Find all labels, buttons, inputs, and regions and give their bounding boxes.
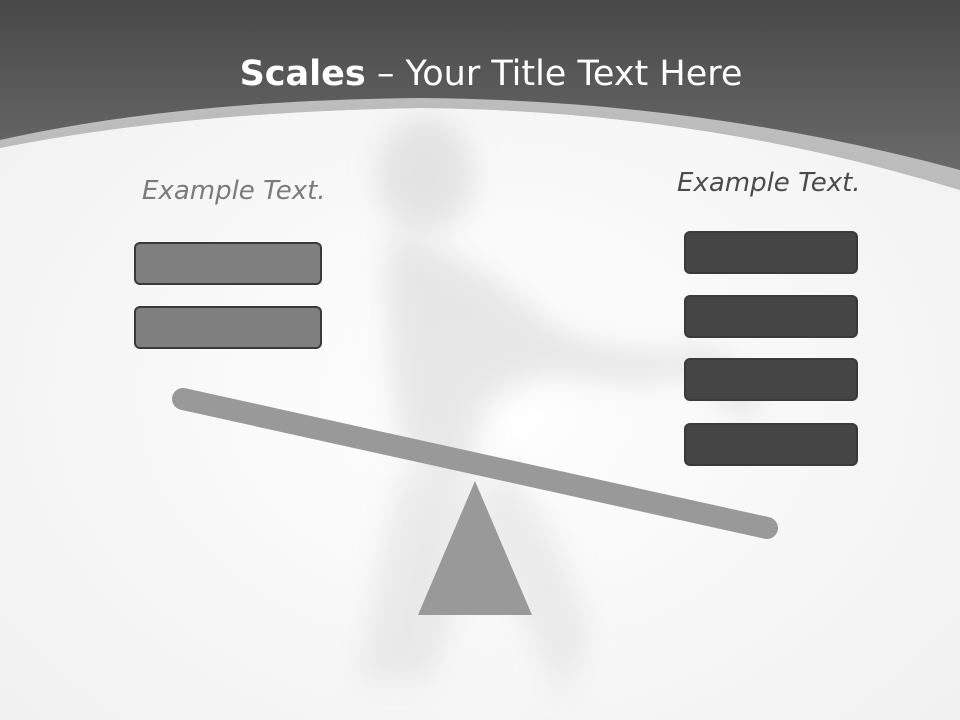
- left-box-2: [134, 306, 322, 349]
- title-bold: Scales: [239, 54, 366, 94]
- right-box-3: [684, 358, 858, 401]
- seesaw-plank: [172, 388, 778, 539]
- right-box-1: [684, 231, 858, 274]
- figure-silhouette: [360, 117, 760, 700]
- right-box-2: [684, 295, 858, 338]
- right-box-4: [684, 423, 858, 466]
- title-rest: – Your Title Text Here: [365, 54, 743, 94]
- right-example-label: Example Text.: [677, 168, 861, 198]
- slide-title: Scales – Your Title Text Here: [0, 50, 960, 98]
- header-bar: [0, 0, 960, 170]
- left-box-1: [134, 242, 322, 285]
- left-example-label: Example Text.: [142, 176, 326, 206]
- seesaw-fulcrum: [418, 481, 532, 615]
